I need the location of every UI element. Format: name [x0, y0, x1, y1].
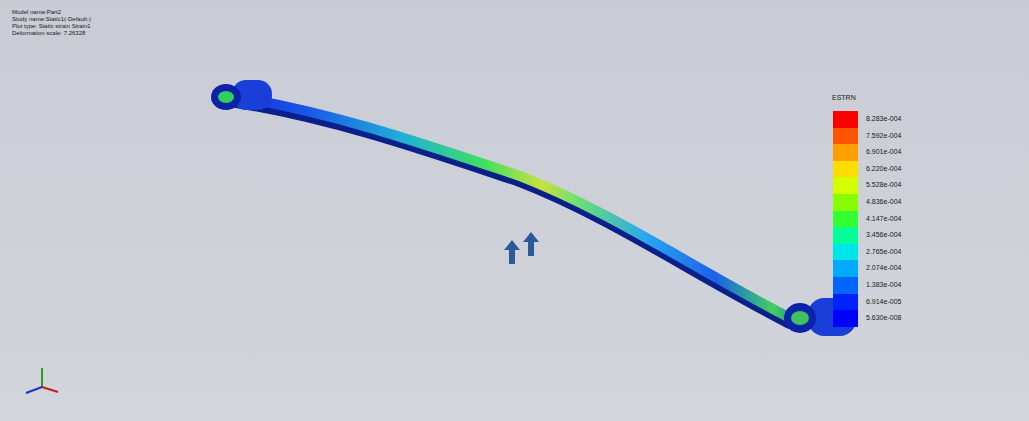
legend-swatch — [833, 111, 858, 128]
axis-triad — [26, 368, 58, 393]
plot-info: Study name:Static1(-Default-) — [12, 16, 91, 23]
legend-swatch — [833, 227, 858, 244]
legend-value: 5.630e-008 — [866, 314, 901, 321]
legend-value: 2.765e-004 — [866, 248, 901, 255]
legend-value: 3.456e-004 — [866, 231, 901, 238]
legend-swatch — [833, 128, 858, 145]
legend-swatch — [833, 211, 858, 228]
legend-swatch — [833, 244, 858, 261]
leaf-spring — [211, 80, 856, 336]
legend-swatch — [833, 260, 858, 277]
legend-value: 6.914e-005 — [866, 298, 901, 305]
spring-eye — [211, 80, 272, 110]
plot-info: Deformation scale: 7.26328 — [12, 30, 85, 37]
legend-value: 8.283e-004 — [866, 115, 901, 122]
legend-value: 2.074e-004 — [866, 264, 901, 271]
legend-value: 5.528e-004 — [866, 181, 901, 188]
legend-swatch — [833, 177, 858, 194]
plot-info: Model name:Part2 — [12, 9, 61, 16]
legend-swatch — [833, 144, 858, 161]
legend-value: 4.147e-004 — [866, 215, 901, 222]
legend-value: 6.901e-004 — [866, 148, 901, 155]
legend-swatch — [833, 294, 858, 311]
legend-swatch — [833, 194, 858, 211]
legend-value: 6.220e-004 — [866, 165, 901, 172]
legend-swatch — [833, 161, 858, 178]
plot-info: Plot type: Static strain Strain1 — [12, 23, 91, 30]
legend-swatch — [833, 310, 858, 327]
legend-swatch — [833, 277, 858, 294]
legend-value: 1.383e-004 — [866, 281, 901, 288]
load-arrows — [504, 232, 539, 264]
legend-title: ESTRN — [832, 94, 856, 102]
legend-value: 7.592e-004 — [866, 132, 901, 139]
legend-value: 4.836e-004 — [866, 198, 901, 205]
